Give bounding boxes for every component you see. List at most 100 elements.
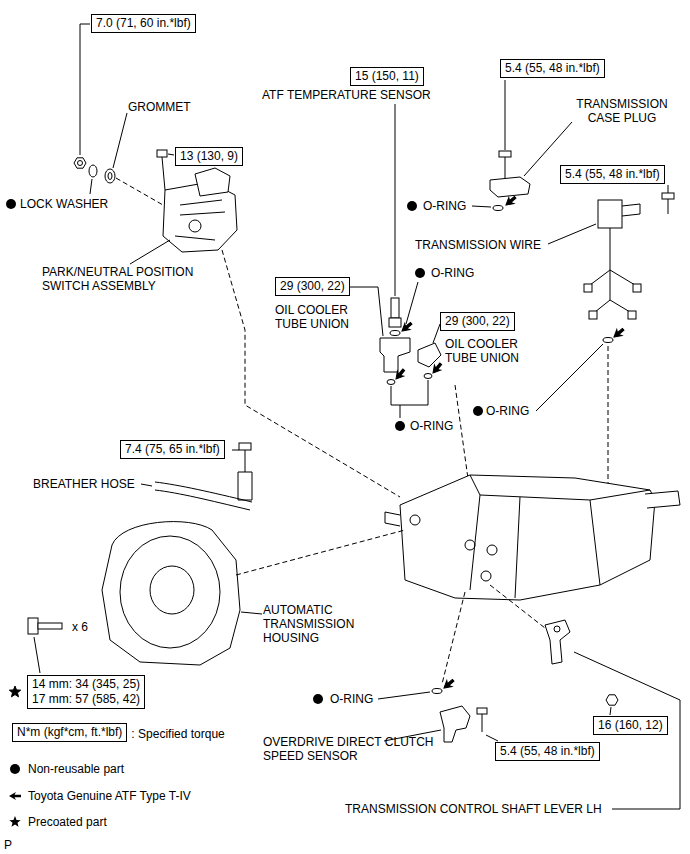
- torque-box: 15 (150, 11): [350, 67, 424, 86]
- bolt-shaft: [38, 623, 62, 629]
- dashed-line: [442, 592, 465, 684]
- torque-value: 15 (150, 11): [355, 69, 419, 84]
- leader-line: [536, 344, 603, 411]
- case-detail: [470, 475, 650, 598]
- leader-line: [486, 735, 498, 741]
- legend-text: Toyota Genuine ATF Type T-IV: [28, 789, 191, 803]
- wire-terminal: [628, 311, 636, 319]
- case-boss: [481, 571, 491, 581]
- bolt-head: [477, 708, 487, 714]
- torque-value: 7.0 (71, 60 in.*lbf): [96, 16, 191, 31]
- wire-connector: [598, 200, 622, 228]
- nut-hole: [78, 161, 83, 166]
- tube-union: [418, 343, 441, 367]
- non-reusable-mark: [473, 406, 483, 416]
- dashed-line: [222, 250, 400, 497]
- torque-box: 14 mm: 34 (345, 25)17 mm: 57 (585, 42): [27, 675, 145, 709]
- switch-hole: [189, 220, 201, 232]
- torque-box: 13 (130, 9): [175, 147, 243, 166]
- switch-detail: [175, 200, 225, 240]
- case-plug: [490, 177, 530, 197]
- torque-value: 5.4 (55, 48 in.*lbf): [500, 744, 595, 759]
- control-lever: [545, 620, 570, 664]
- nut: [606, 695, 618, 705]
- leader-line: [433, 324, 440, 343]
- part-label: GROMMET: [128, 100, 191, 114]
- breather-hose: [155, 482, 252, 510]
- bolt-head: [499, 151, 511, 157]
- torque-value: 17 mm: 57 (585, 42): [32, 692, 140, 707]
- wire-terminal: [633, 284, 641, 292]
- legend-text: Precoated part: [28, 815, 107, 829]
- part-label: TRANSMISSION CASE PLUG: [572, 97, 672, 125]
- housing-bore: [120, 536, 220, 648]
- part-label: ATF TEMPERATURE SENSOR: [262, 88, 431, 102]
- non-reusable-mark: [395, 421, 405, 431]
- bolt-head: [662, 193, 674, 199]
- dashed-line: [490, 585, 545, 628]
- dashed-line: [116, 178, 163, 205]
- part-label: OVERDRIVE DIRECT CLUTCH SPEED SENSOR: [263, 735, 463, 763]
- part-label: O-RING: [330, 692, 373, 706]
- atf-sensor: [391, 298, 399, 318]
- part-label: O-RING: [410, 419, 453, 433]
- lever-hole: [554, 626, 560, 632]
- dashed-line: [236, 530, 405, 575]
- leader-line: [548, 224, 596, 244]
- bolt-shaft: [505, 157, 506, 178]
- transmission-case: [400, 475, 655, 600]
- leader-line: [378, 692, 430, 699]
- non-reusable-mark: [415, 268, 425, 278]
- legend-dot: [10, 764, 20, 774]
- leader-line: [232, 450, 239, 451]
- o-ring: [424, 374, 432, 379]
- leader-line: [241, 612, 262, 614]
- leader-line: [141, 484, 152, 486]
- housing-bore: [150, 566, 194, 614]
- part-label: O-RING: [486, 404, 529, 418]
- bolt-shaft: [668, 199, 669, 214]
- torque-value: 29 (300, 22): [280, 279, 345, 294]
- torque-box: 5.4 (55, 48 in.*lbf): [495, 742, 600, 761]
- legend-text: : Specified torque: [131, 727, 224, 741]
- leader-line: [406, 282, 418, 324]
- part-label: O-RING: [423, 199, 466, 213]
- bracket-line: [400, 405, 401, 418]
- grommet-hole: [108, 173, 112, 180]
- lock-washer: [89, 165, 97, 177]
- torque-box: 16 (160, 12): [593, 716, 668, 735]
- leader-line: [80, 24, 90, 155]
- leader-line: [472, 206, 491, 207]
- torque-box: 7.4 (75, 65 in.*lbf): [120, 440, 225, 459]
- wire-terminal: [589, 311, 597, 319]
- torque-box: N*m (kgf*cm, ft.*lbf): [12, 723, 127, 742]
- case-boss: [487, 545, 497, 555]
- torque-value: 16 (160, 12): [598, 718, 663, 733]
- torque-value: 5.4 (55, 48 in.*lbf): [505, 61, 600, 76]
- part-label: AUTOMATIC TRANSMISSION HOUSING: [263, 603, 373, 645]
- output-shaft: [645, 491, 680, 508]
- input-shaft: [385, 512, 400, 526]
- bolt-head: [239, 443, 251, 450]
- bolt-head: [28, 618, 38, 634]
- part-label: BREATHER HOSE: [33, 477, 135, 491]
- leader-line: [90, 179, 92, 194]
- torque-box: 29 (300, 22): [440, 312, 515, 331]
- part-label: TRANSMISSION WIRE: [415, 238, 541, 252]
- part-label: PARK/NEUTRAL POSITION SWITCH ASSEMBLY: [42, 265, 212, 293]
- torque-value: 5.4 (55, 48 in.*lbf): [565, 167, 660, 182]
- case-boss: [410, 515, 420, 525]
- part-label: x 6: [72, 620, 88, 634]
- part-label: O-RING: [431, 266, 474, 280]
- leader-line: [113, 113, 127, 168]
- leader-line: [610, 707, 611, 715]
- torque-value: 29 (300, 22): [445, 314, 510, 329]
- grommet: [105, 169, 115, 183]
- bracket-line: [391, 380, 428, 405]
- o-ring: [493, 206, 503, 211]
- bolt-shaft: [162, 157, 165, 190]
- part-label: OIL COOLER TUBE UNION: [445, 337, 545, 365]
- leader-line: [395, 104, 396, 296]
- bolt-head: [157, 150, 167, 157]
- torque-value: 13 (130, 9): [180, 149, 238, 164]
